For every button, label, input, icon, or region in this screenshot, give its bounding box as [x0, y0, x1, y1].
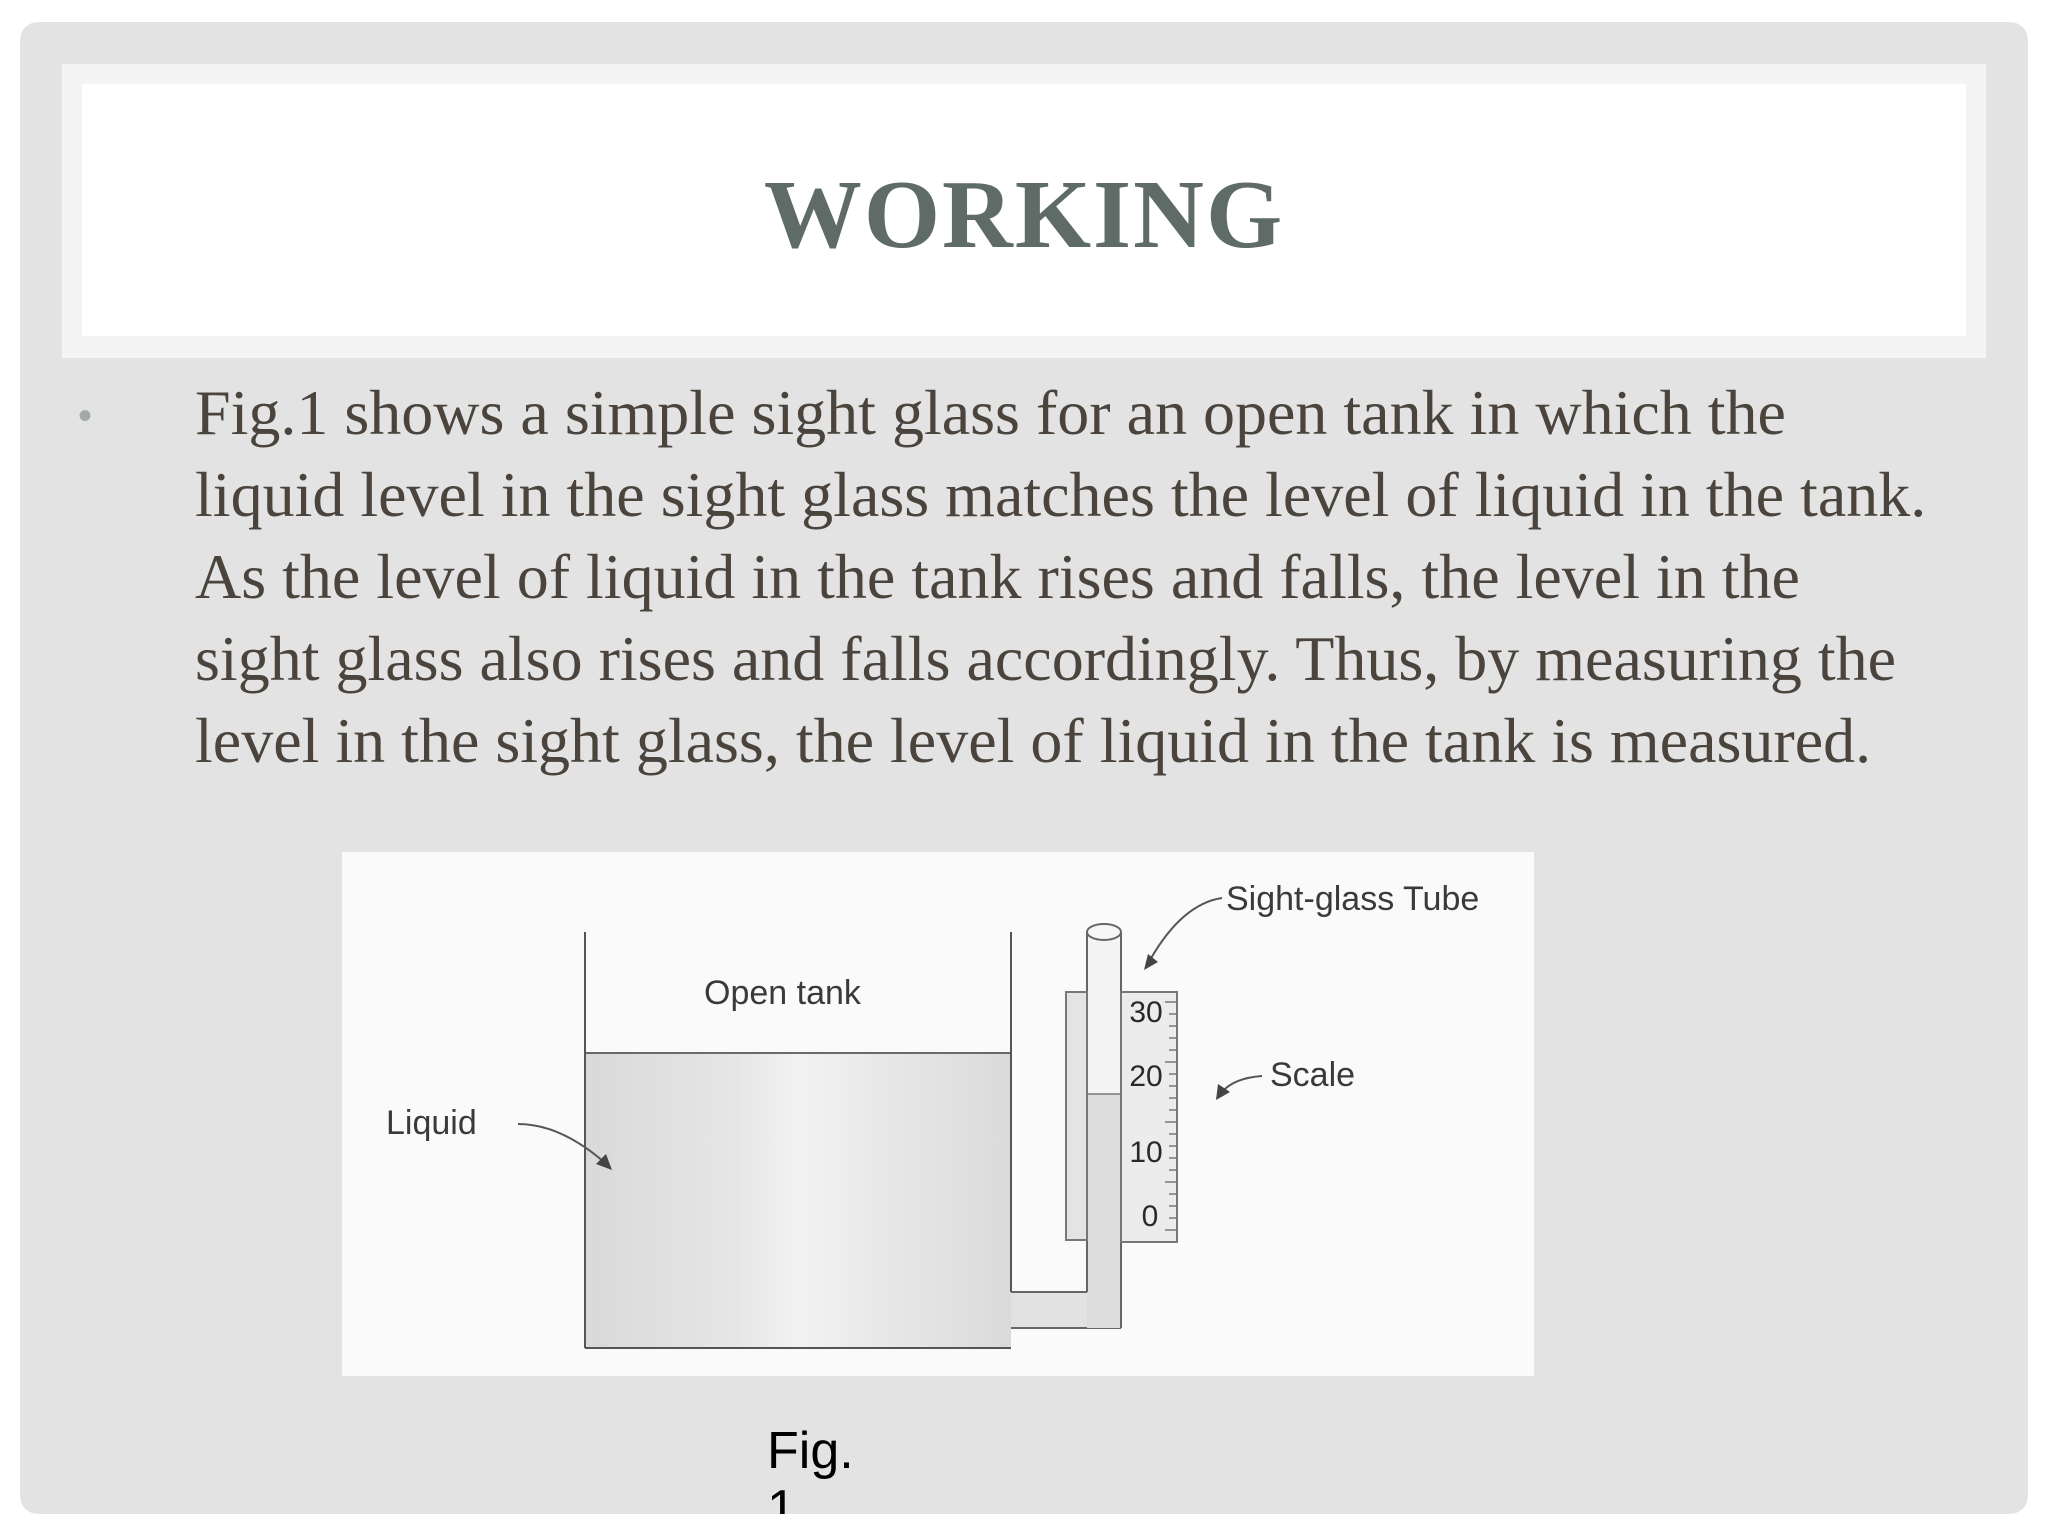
scale-mark-30: 30 [1129, 996, 1162, 1029]
bullet-marker: • [78, 394, 93, 438]
figure-caption-line: 1 [767, 1480, 796, 1514]
bullet-line: sight glass also rises and falls accordi… [195, 623, 1897, 694]
sight-glass-figure: 30 20 10 0 Sight-glass Tube Open tank Sc… [342, 852, 1534, 1376]
figure-caption: Fig. 1 [767, 1422, 867, 1514]
label-scale: Scale [1270, 1056, 1355, 1094]
scale-leader-arrow [1221, 1075, 1263, 1093]
scale-mark-0: 0 [1142, 1200, 1159, 1233]
tube-liquid [1087, 1094, 1121, 1328]
scale-ticks [1165, 1001, 1177, 1231]
title-box: WORKING [82, 84, 1966, 336]
tube-opening [1086, 923, 1122, 941]
backing-plate [1065, 991, 1088, 1241]
slide-title: WORKING [763, 161, 1285, 269]
liquid-leader-arrow [517, 1123, 605, 1163]
tank-liquid [585, 1053, 1011, 1348]
bullet-line: level in the sight glass, the level of l… [195, 705, 1872, 776]
label-sight-glass-tube: Sight-glass Tube [1226, 880, 1479, 918]
title-band: WORKING [62, 64, 1986, 358]
label-open-tank: Open tank [704, 974, 862, 1012]
label-liquid: Liquid [386, 1104, 477, 1142]
scale-mark-10: 10 [1129, 1136, 1162, 1169]
bullet-line: Fig.1 shows a simple sight glass for an … [195, 377, 1786, 448]
sight-glass-diagram: 30 20 10 0 Sight-glass Tube Open tank Sc… [386, 880, 1479, 1349]
tube-leader-arrow [1149, 897, 1223, 961]
slide: WORKING • Fig.1 shows a simple sight gla… [20, 22, 2028, 1514]
figure-caption-line: Fig. [767, 1422, 854, 1480]
bullet-line: liquid level in the sight glass matches … [195, 459, 1927, 530]
bullet-paragraph: Fig.1 shows a simple sight glass for an … [195, 372, 2028, 782]
scale-plate [1120, 991, 1178, 1243]
scale-mark-20: 20 [1129, 1060, 1162, 1093]
bullet-line: As the level of liquid in the tank rises… [195, 541, 1800, 612]
